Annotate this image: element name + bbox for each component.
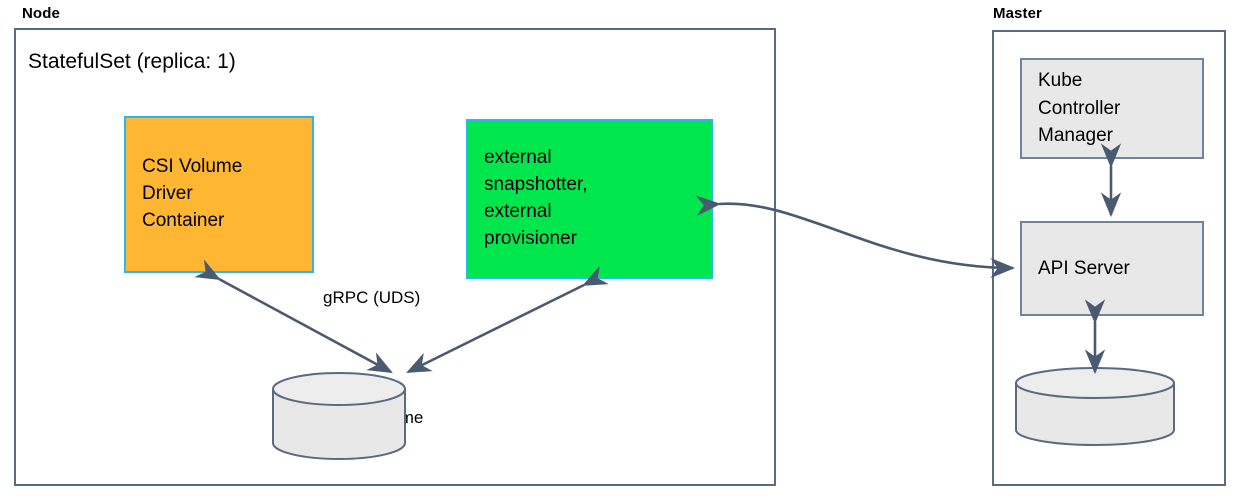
grpc-uds-edge-label: gRPC (UDS) bbox=[323, 288, 421, 307]
sidecars-line-3: external bbox=[484, 201, 552, 222]
node-group-label: Node bbox=[22, 5, 60, 22]
kube-controller-manager-box[interactable]: Kube Controller Manager bbox=[1020, 58, 1204, 159]
kcm-line-2: Controller bbox=[1038, 97, 1121, 119]
kcm-line-3: Manager bbox=[1038, 125, 1113, 147]
master-group-label: Master bbox=[993, 5, 1042, 22]
api-server-line-1: API Server bbox=[1038, 257, 1130, 279]
csi-driver-line-1: CSI Volume bbox=[142, 156, 243, 178]
api-server-box[interactable]: API Server bbox=[1020, 221, 1204, 316]
csi-volume-driver-container-box[interactable]: CSI Volume Driver Container bbox=[124, 116, 314, 273]
csi-driver-line-3: Container bbox=[142, 209, 225, 231]
kcm-line-1: Kube bbox=[1038, 70, 1083, 92]
sidecars-line-2: snapshotter, bbox=[484, 174, 588, 196]
etcd-label: etcd bbox=[1038, 400, 1071, 419]
csi-driver-line-2: Driver bbox=[142, 183, 193, 205]
sidecars-line-4: provisioner bbox=[484, 227, 577, 249]
emptydir-volume-label: EmptyDir Volume bbox=[292, 408, 424, 427]
external-sidecars-box[interactable]: external snapshotter, external provision… bbox=[466, 119, 713, 279]
statefulset-title: StatefulSet (replica: 1) bbox=[28, 50, 236, 73]
sidecars-line-1: external bbox=[484, 147, 552, 169]
